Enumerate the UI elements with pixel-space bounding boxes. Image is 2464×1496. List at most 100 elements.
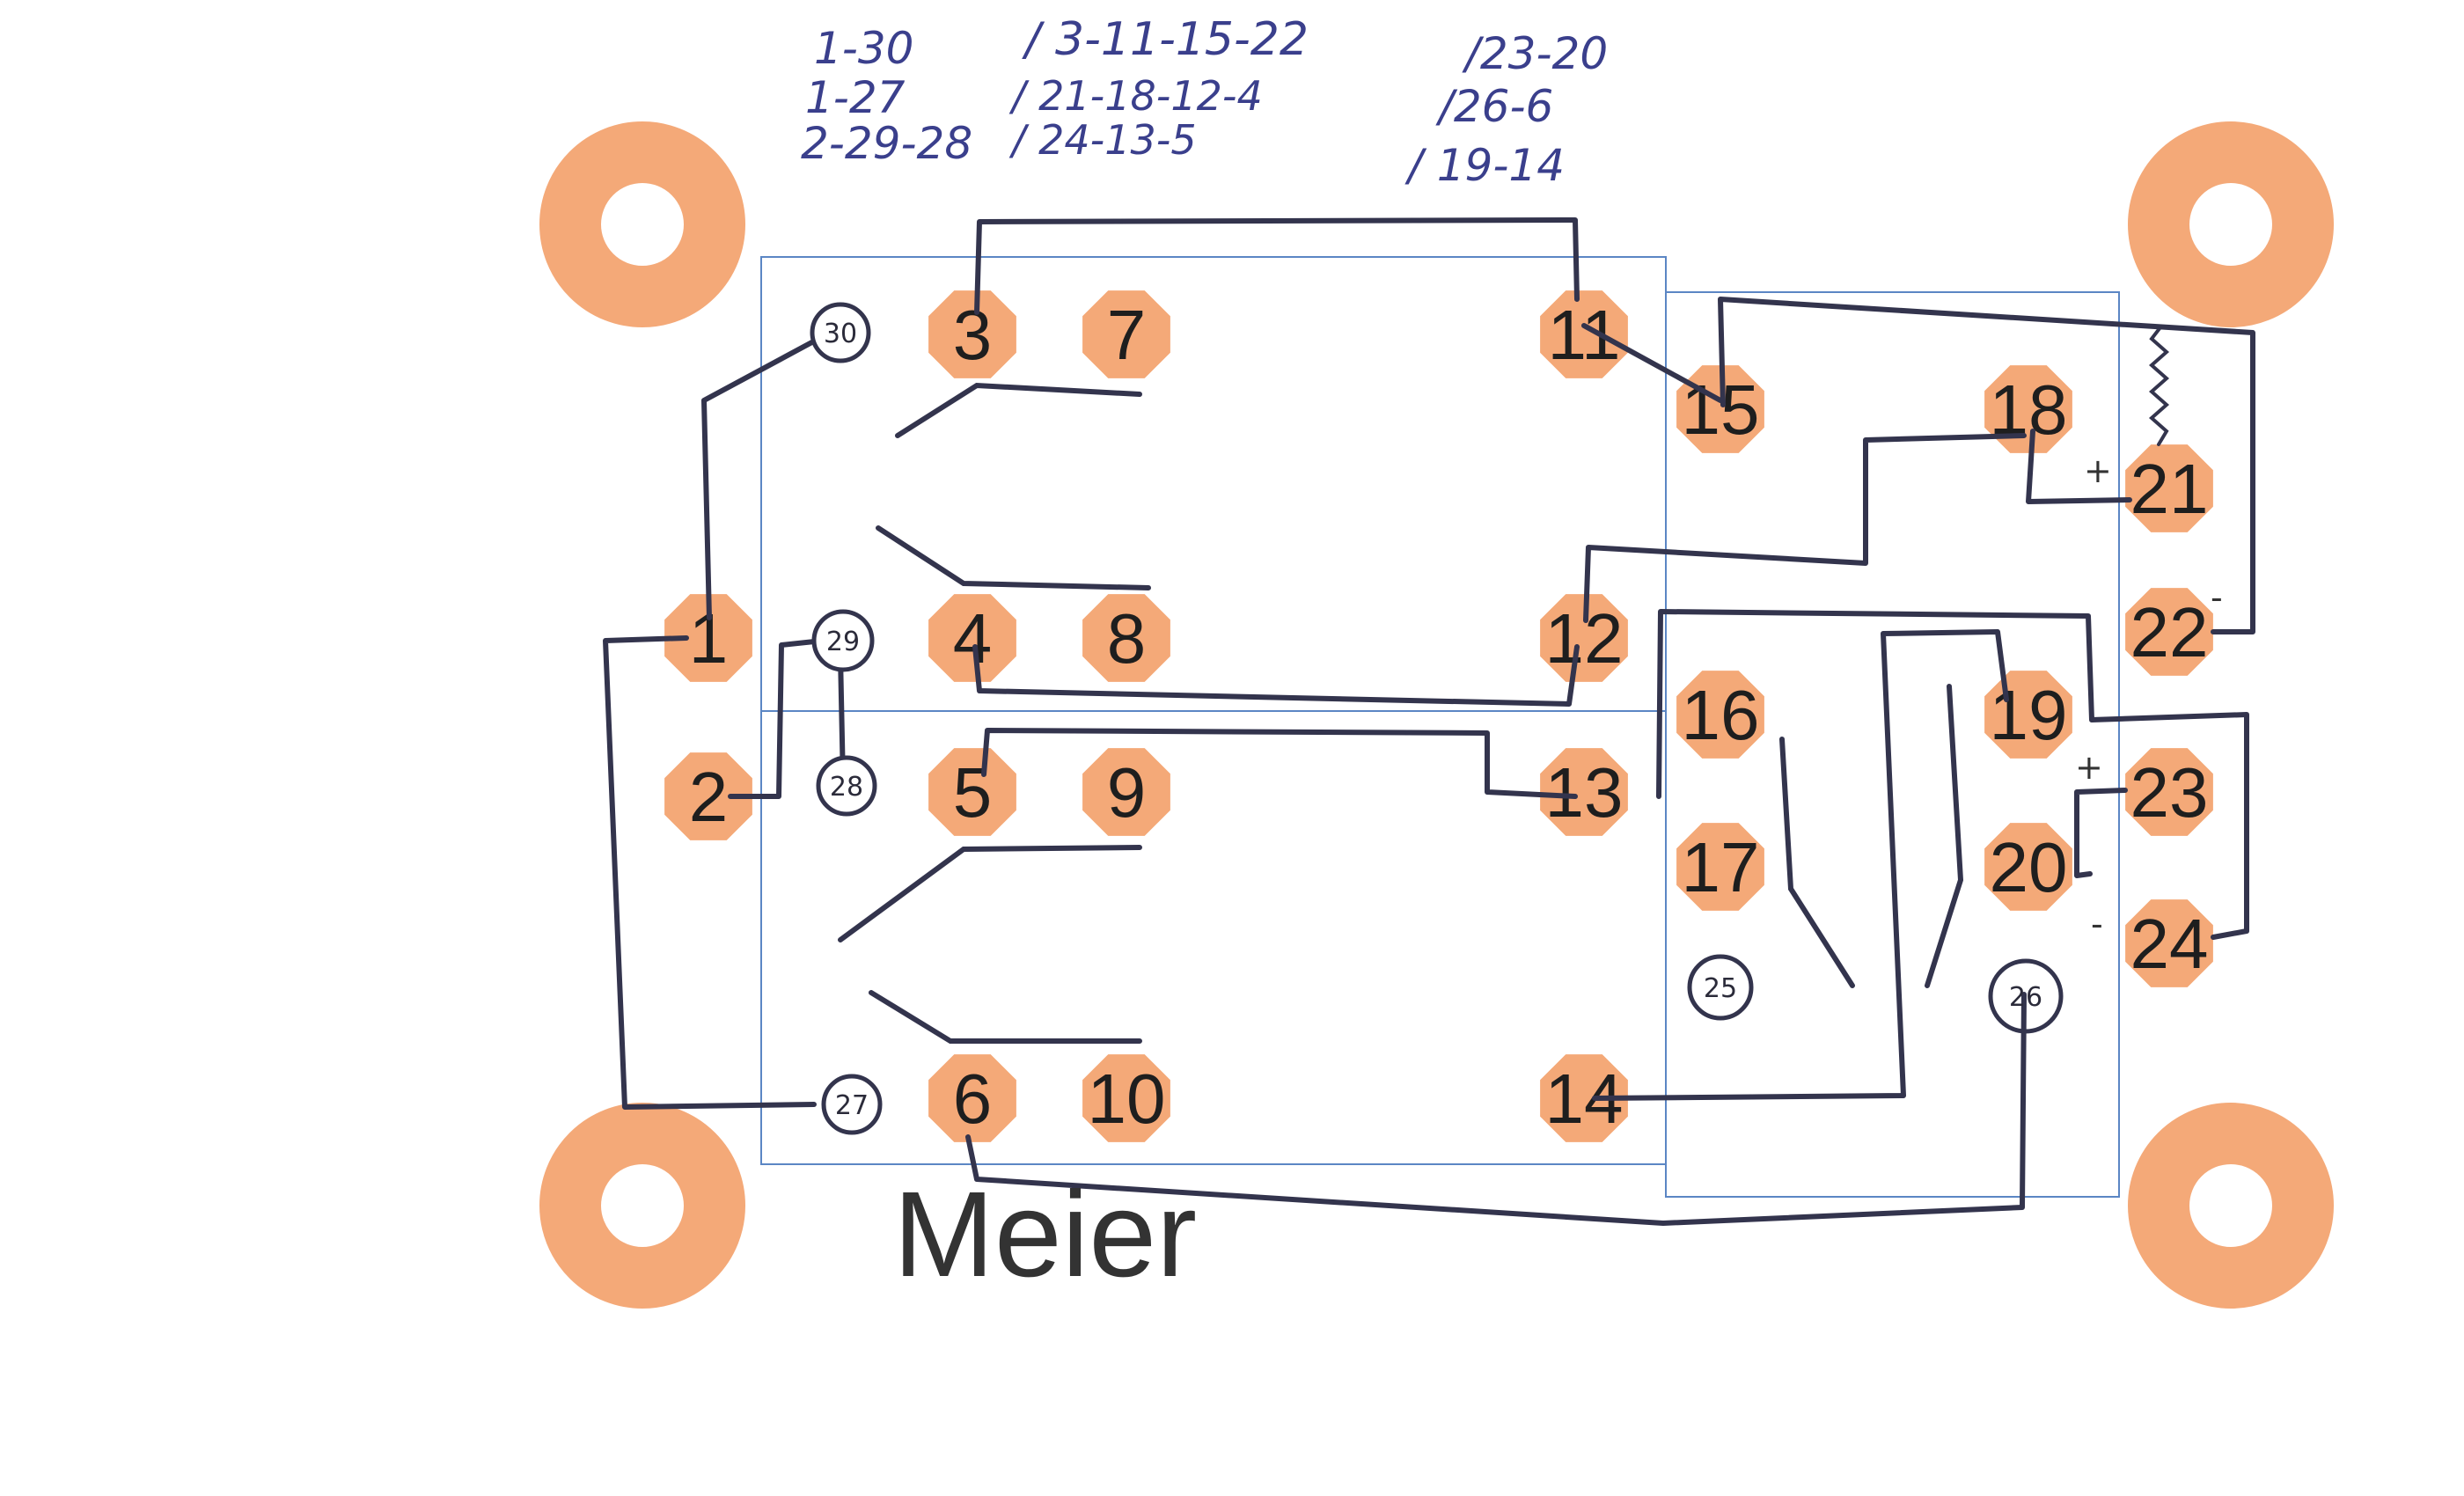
relay-outlines (760, 256, 2120, 1198)
polarity-minus-24: - (2091, 905, 2103, 943)
pad-label: 22 (2130, 593, 2209, 671)
pad-label: 7 (1107, 296, 1147, 374)
pad-11: 11 (1540, 290, 1628, 378)
marker-27: 27 (821, 1074, 883, 1135)
pad-shape (928, 290, 1016, 378)
wires (603, 217, 2255, 1226)
pad-shape (2125, 899, 2213, 987)
pad-1: 1 (664, 594, 752, 682)
pad-8: 8 (1082, 594, 1170, 682)
pad-17: 17 (1676, 823, 1764, 911)
wire-13-5 (981, 728, 1578, 799)
pad-label: 11 (1547, 296, 1620, 374)
pad-shape (1082, 748, 1170, 836)
wire-20-23 (2074, 788, 2128, 878)
pad-7: 7 (1082, 290, 1170, 378)
wire-21-18 (2026, 429, 2132, 504)
marker-label: 26 (2009, 982, 2042, 1013)
switch-symbols (838, 326, 2170, 1044)
marker-circle (816, 755, 877, 817)
note-1-27: 1-27 (805, 72, 906, 123)
pad-label: 10 (1088, 1060, 1166, 1138)
pad-label: 3 (953, 296, 993, 374)
marker-label: 28 (830, 772, 863, 803)
pad-12: 12 (1540, 594, 1628, 682)
pad-6: 6 (928, 1054, 1016, 1142)
marker-circle (1687, 954, 1754, 1021)
switch-arm-right-1 (1779, 737, 1855, 988)
pad-label: 13 (1545, 753, 1624, 832)
pad-shape (1082, 594, 1170, 682)
brand-label: Meier (893, 1167, 1197, 1302)
mounting-hole-bottom-left (539, 1103, 745, 1309)
note-3-11-15-22: / 3-11-15-22 (1022, 13, 1309, 66)
note-1-30: 1-30 (814, 23, 913, 74)
pad-shape (1540, 1054, 1628, 1142)
polarity-signs: + - + - (2075, 451, 2223, 943)
wire-19-14 (1592, 629, 2009, 1101)
pad-22: 22 (2125, 588, 2213, 676)
switch-arm-upper-1 (895, 382, 1142, 438)
polarity-plus-23: + (2075, 748, 2103, 787)
pad-shape (928, 594, 1016, 682)
marker-29: 29 (811, 609, 875, 672)
pad-label: 19 (1990, 676, 2068, 754)
pad-5: 5 (928, 748, 1016, 836)
pad-24: 24 (2125, 899, 2213, 987)
marker-30: 30 (810, 302, 871, 363)
marker-28: 28 (816, 755, 877, 817)
marker-circle (821, 1074, 883, 1135)
wire-13-16-up (1656, 609, 2249, 799)
pad-label: 4 (953, 599, 993, 678)
pad-4: 4 (928, 594, 1016, 682)
marker-label: 29 (826, 627, 860, 657)
pad-19: 19 (1984, 671, 2072, 759)
pad-10: 10 (1082, 1054, 1170, 1142)
marker-label: 30 (824, 319, 857, 349)
pad-label: 9 (1107, 753, 1147, 832)
marker-26: 26 (1988, 958, 2064, 1034)
pad-18: 18 (1984, 365, 2072, 453)
note-19-14: / 19-14 (1404, 140, 1565, 191)
pad-shape (1984, 365, 2072, 453)
wire-1-30 (701, 336, 821, 620)
pad-label: 8 (1107, 599, 1147, 678)
switch-arm-lower-2 (869, 990, 1142, 1044)
pad-shape (928, 748, 1016, 836)
pad-label: 6 (953, 1060, 993, 1138)
marker-25: 25 (1687, 954, 1754, 1021)
pad-shape (928, 1054, 1016, 1142)
switch-arm-upper-2 (876, 525, 1151, 590)
pad-shape (2125, 444, 2213, 532)
wire-3-11 (974, 217, 1580, 315)
pad-label: 2 (689, 758, 729, 836)
note-2-29-28: 2-29-28 (801, 118, 972, 169)
wire-11-15 (1581, 323, 1723, 403)
pad-shape (664, 752, 752, 840)
coil-scribble (2148, 326, 2170, 446)
pad-label: 17 (1682, 828, 1760, 906)
wire-15-22 (1718, 297, 2255, 634)
wire-2-29 (728, 638, 825, 799)
relay-outline-right (1665, 291, 2120, 1198)
polarity-minus-22: - (2211, 578, 2223, 617)
pad-2: 2 (664, 752, 752, 840)
mounting-hole-top-right (2128, 121, 2334, 327)
wire-1-27 (603, 635, 817, 1110)
connection-notes: 1-30 1-27 2-29-28 / 3-11-15-22 / 21-18-1… (801, 13, 1608, 191)
marker-circles: 30 29 28 27 25 26 (810, 302, 2064, 1135)
pad-label: 20 (1990, 828, 2068, 906)
mounting-holes (539, 121, 2334, 1309)
wire-26-6 (965, 992, 2027, 1226)
wire-23-24 (2211, 763, 2249, 940)
pad-shape (1540, 594, 1628, 682)
pad-16: 16 (1676, 671, 1764, 759)
pad-21: 21 (2125, 444, 2213, 532)
pad-shape (1540, 748, 1628, 836)
pad-23: 23 (2125, 748, 2213, 836)
switch-arm-right-2 (1925, 684, 1964, 988)
pad-shape (1540, 290, 1628, 378)
note-24-13-5: / 24-13-5 (1008, 116, 1197, 164)
